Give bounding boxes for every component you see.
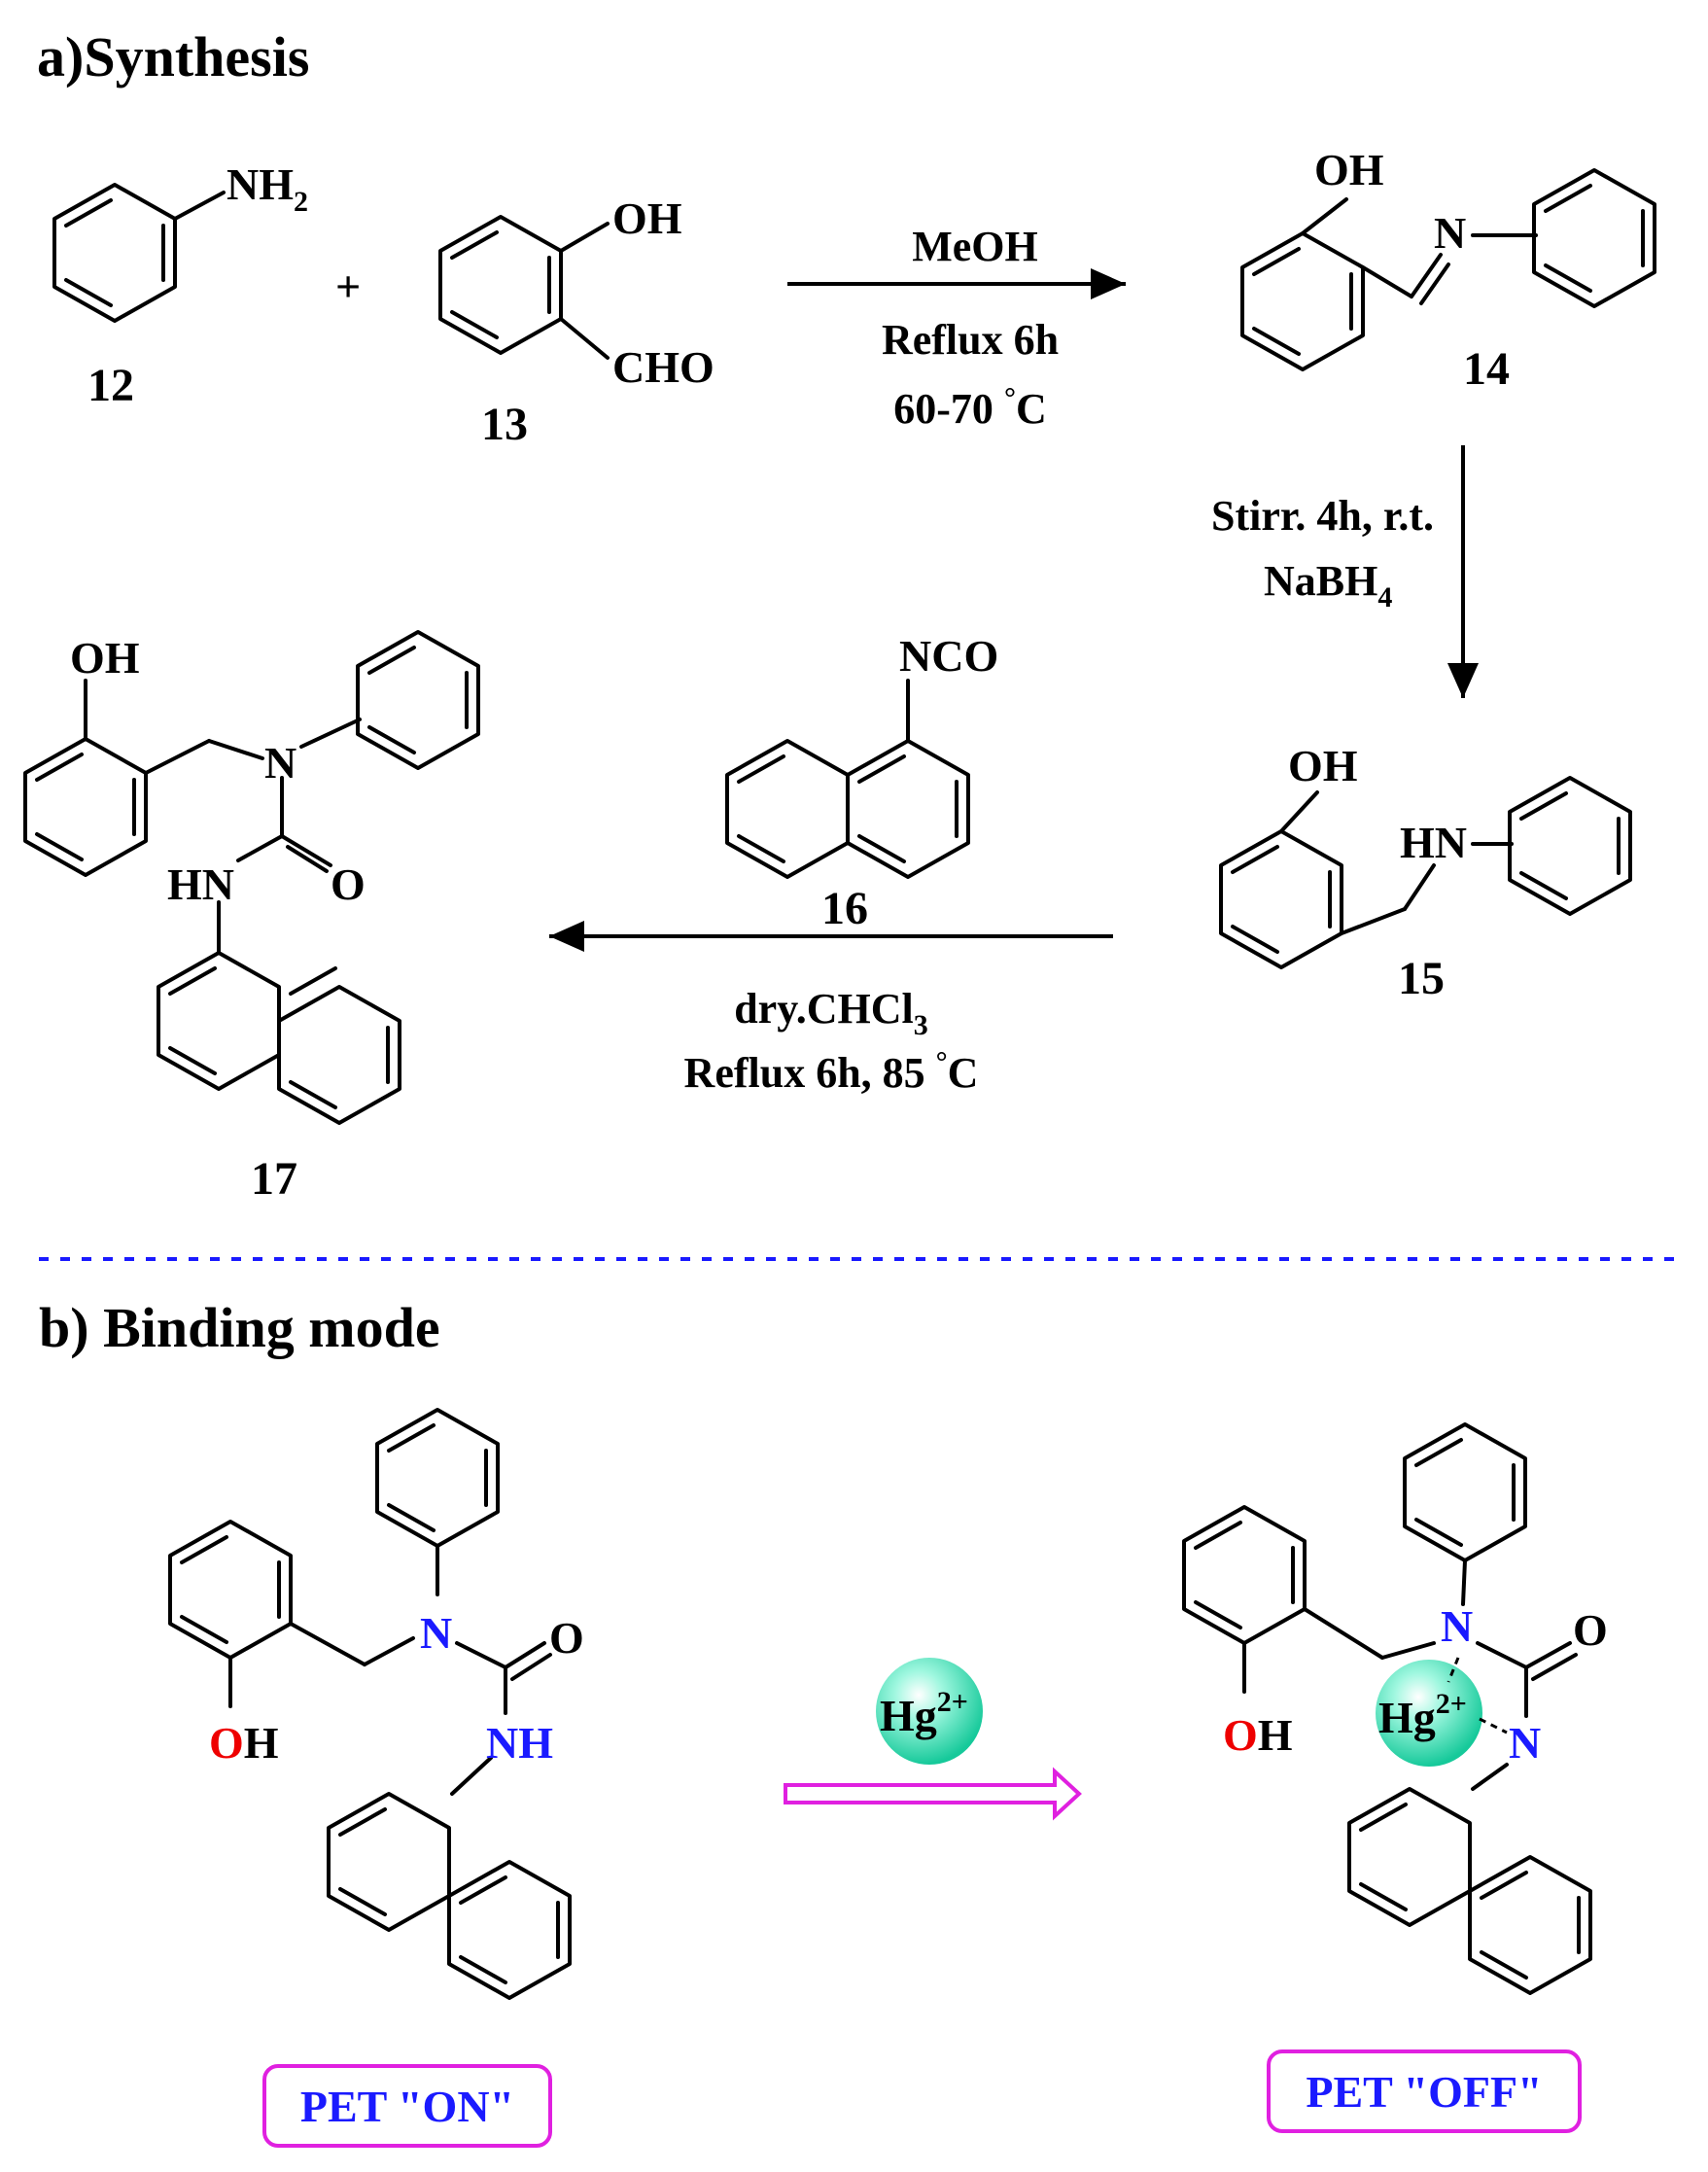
- step-1-time: Reflux 6h: [882, 316, 1059, 364]
- mercury-ion-label: Hg2+: [880, 1686, 968, 1740]
- urea-n-label: N: [420, 1608, 452, 1658]
- step-2-arrow: Stirr. 4h, r.t. NaBH4: [1211, 445, 1479, 698]
- pet-on-label: PET "ON": [300, 2082, 514, 2131]
- compound-17-number: 17: [251, 1153, 297, 1205]
- oh-label: OH: [612, 193, 682, 243]
- mercury-ion-sphere: [876, 1658, 983, 1765]
- mercury-addition: Hg2+: [784, 1658, 1082, 1821]
- bound-mercury-label: Hg2+: [1378, 1688, 1467, 1742]
- urea-n2-label: N: [1509, 1718, 1541, 1768]
- section-a-title: a)Synthesis: [37, 25, 309, 88]
- nh2-label: NH2: [227, 159, 308, 218]
- carbonyl-o-label: O: [1573, 1605, 1608, 1655]
- urea-nh-label: NH: [486, 1718, 553, 1768]
- compound-13-number: 13: [481, 399, 528, 450]
- pet-off-label: PET "OFF": [1306, 2067, 1542, 2117]
- compound-15-number: 15: [1398, 953, 1445, 1004]
- free-sensor-structure: OH N O NH: [168, 1408, 584, 2000]
- compound-12-aniline: NH2 12: [52, 159, 308, 411]
- urea-hn-label: HN: [167, 859, 234, 909]
- compound-15-amine: OH HN 15: [1219, 741, 1632, 1004]
- bound-mercury-sphere: [1376, 1660, 1482, 1767]
- compound-14-number: 14: [1463, 343, 1510, 395]
- compound-17-urea: OH N O HN 17: [23, 630, 480, 1205]
- carbonyl-o-label: O: [331, 859, 366, 909]
- step-1-arrow: MeOH Reflux 6h 60-70 °C: [787, 223, 1126, 433]
- compound-16-number: 16: [821, 883, 868, 934]
- mercury-complex-structure: OH N O N Hg2+: [1182, 1422, 1608, 1995]
- oh-label: OH: [1288, 741, 1358, 790]
- cho-label: CHO: [612, 342, 715, 392]
- step-3-solvent: dry.CHCl3: [734, 985, 928, 1041]
- step-1-solvent: MeOH: [912, 223, 1038, 270]
- compound-12-number: 12: [87, 360, 134, 411]
- compound-13-salicylaldehyde: OH CHO 13: [438, 193, 715, 450]
- section-b-title: b) Binding mode: [39, 1296, 440, 1359]
- phenol-oh-label: OH: [1223, 1710, 1293, 1760]
- step-2-reagent: NaBH4: [1264, 557, 1392, 613]
- nco-label: NCO: [899, 631, 998, 681]
- phenol-oh-label: OH: [209, 1718, 279, 1768]
- plus-sign: +: [335, 262, 361, 311]
- carbonyl-o-label: O: [549, 1613, 584, 1663]
- step-1-temperature: 60-70 °C: [893, 382, 1046, 433]
- compound-16-naphthyl-isocyanate: NCO 16: [725, 631, 998, 934]
- oh-label: OH: [70, 633, 140, 683]
- hollow-arrow: [784, 1767, 1082, 1821]
- urea-n-label: N: [264, 738, 296, 788]
- pet-on-badge: PET "ON": [262, 2064, 552, 2148]
- amine-hn-label: HN: [1400, 818, 1467, 867]
- urea-n1-label: N: [1441, 1601, 1473, 1651]
- step-3-arrow: dry.CHCl3 Reflux 6h, 85 °C: [549, 921, 1113, 1097]
- imine-n-label: N: [1434, 208, 1466, 258]
- oh-label: OH: [1314, 145, 1384, 194]
- compound-14-schiff-base: OH N 14: [1240, 145, 1656, 395]
- pet-off-badge: PET "OFF": [1267, 2049, 1582, 2133]
- step-2-conditions: Stirr. 4h, r.t.: [1211, 492, 1434, 540]
- step-3-conditions: Reflux 6h, 85 °C: [684, 1046, 979, 1097]
